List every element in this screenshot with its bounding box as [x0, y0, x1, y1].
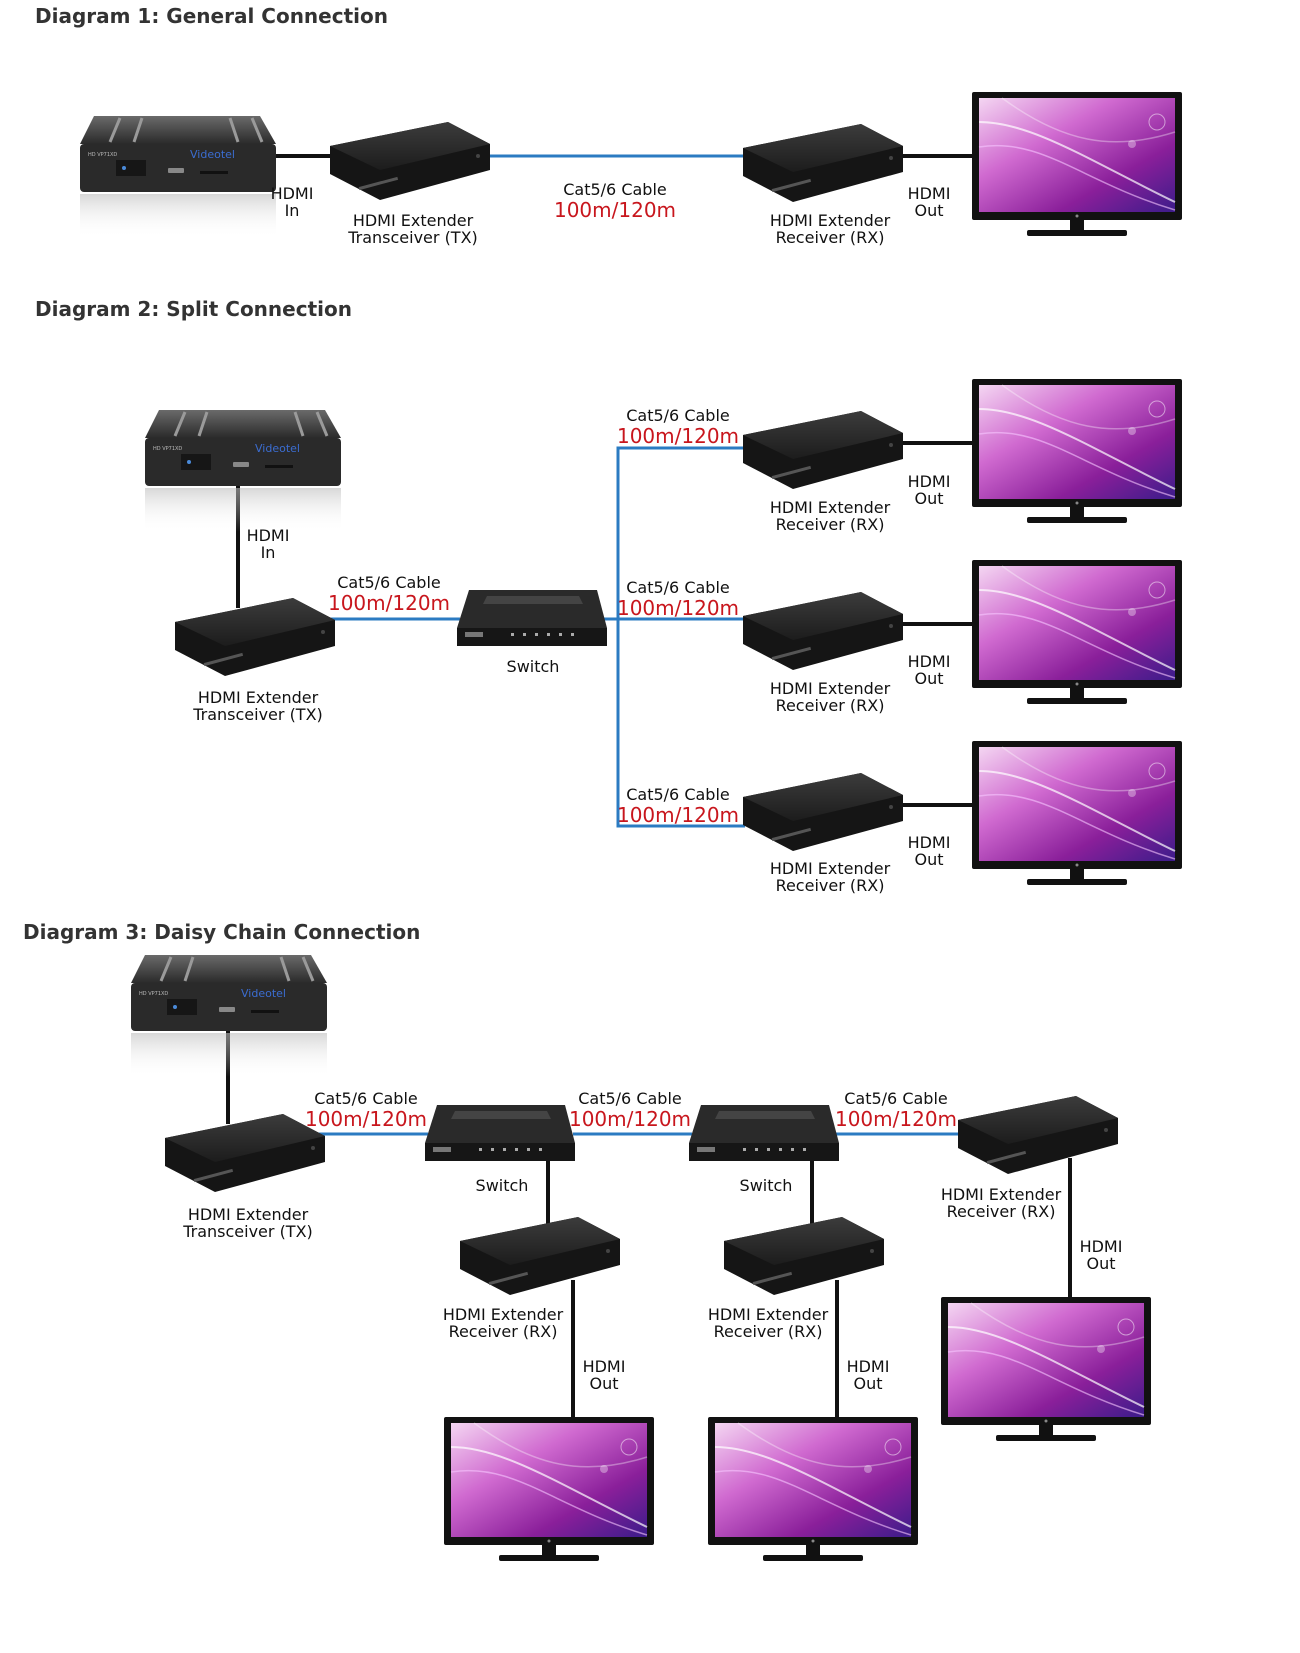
network-switch-icon: [425, 1105, 575, 1161]
cable-label: Cat5/6 Cable: [578, 1089, 682, 1108]
distance-label: 100m/120m: [617, 596, 739, 620]
switch-label: Switch: [476, 1176, 529, 1195]
cable-label: Cat5/6 Cable: [626, 578, 730, 597]
hdmi-extender-icon: [175, 598, 335, 676]
hdmi-extender-icon: [460, 1217, 620, 1295]
cable-label: Cat5/6 Cable: [314, 1089, 418, 1108]
extender-label: HDMI Extender: [770, 859, 891, 878]
out-label: Out: [914, 489, 943, 508]
switch-label: Switch: [740, 1176, 793, 1195]
television-icon: [971, 559, 1183, 705]
hdmi-label: HDMI: [847, 1357, 890, 1376]
tx-label: Transceiver (TX): [182, 1222, 313, 1241]
cable-label: Cat5/6 Cable: [626, 785, 730, 804]
hdmi-label: HDMI: [247, 526, 290, 545]
extender-label: HDMI Extender: [770, 211, 891, 230]
television-icon: [707, 1416, 919, 1562]
tx-label: Transceiver (TX): [347, 228, 478, 247]
distance-label: 100m/120m: [617, 803, 739, 827]
media-player-icon: [143, 408, 343, 534]
out-label: Out: [914, 669, 943, 688]
diagram-2-title: Diagram 2: Split Connection: [35, 297, 352, 321]
cable-label: Cat5/6 Cable: [844, 1089, 948, 1108]
diagram-3-title: Diagram 3: Daisy Chain Connection: [23, 920, 420, 944]
hdmi-extender-icon: [330, 122, 490, 200]
cable-label: Cat5/6 Cable: [337, 573, 441, 592]
hdmi-extender-icon: [165, 1114, 325, 1192]
distance-label: 100m/120m: [305, 1107, 427, 1131]
hdmi-label: HDMI: [271, 184, 314, 203]
out-label: Out: [914, 201, 943, 220]
extender-label: HDMI Extender: [353, 211, 474, 230]
hdmi-label: HDMI: [908, 184, 951, 203]
switch-label: Switch: [507, 657, 560, 676]
network-switch-icon: [457, 590, 607, 646]
distance-label: 100m/120m: [554, 198, 676, 222]
rx-label: Receiver (RX): [776, 696, 885, 715]
distance-label: 100m/120m: [835, 1107, 957, 1131]
hdmi-label: HDMI: [908, 472, 951, 491]
hdmi-extender-icon: [743, 773, 903, 851]
hdmi-extender-icon: [743, 411, 903, 489]
out-label: Out: [853, 1374, 882, 1393]
extender-label: HDMI Extender: [770, 679, 891, 698]
rx-label: Receiver (RX): [714, 1322, 823, 1341]
hdmi-label: HDMI: [1080, 1237, 1123, 1256]
out-label: Out: [1086, 1254, 1115, 1273]
television-icon: [443, 1416, 655, 1562]
hdmi-extender-icon: [958, 1096, 1118, 1174]
in-label: In: [261, 543, 276, 562]
hdmi-extender-icon: [743, 124, 903, 202]
cat-cable: [616, 446, 745, 828]
extender-label: HDMI Extender: [941, 1185, 1062, 1204]
rx-label: Receiver (RX): [776, 876, 885, 895]
media-player-icon: [129, 953, 329, 1079]
in-label: In: [285, 201, 300, 220]
rx-label: Receiver (RX): [947, 1202, 1056, 1221]
hdmi-extender-icon: [743, 592, 903, 670]
television-icon: [971, 740, 1183, 886]
rx-label: Receiver (RX): [776, 228, 885, 247]
television-icon: [971, 378, 1183, 524]
cable-label: Cat5/6 Cable: [563, 180, 667, 199]
distance-label: 100m/120m: [569, 1107, 691, 1131]
tx-label: Transceiver (TX): [192, 705, 323, 724]
extender-label: HDMI Extender: [198, 688, 319, 707]
extender-label: HDMI Extender: [188, 1205, 309, 1224]
out-label: Out: [914, 850, 943, 869]
distance-label: 100m/120m: [617, 424, 739, 448]
hdmi-extender-icon: [724, 1217, 884, 1295]
media-player-icon: [78, 114, 278, 240]
extender-label: HDMI Extender: [443, 1305, 564, 1324]
hdmi-label: HDMI: [583, 1357, 626, 1376]
rx-label: Receiver (RX): [449, 1322, 558, 1341]
television-icon: [940, 1296, 1152, 1442]
extender-label: HDMI Extender: [708, 1305, 829, 1324]
cable-label: Cat5/6 Cable: [626, 406, 730, 425]
out-label: Out: [589, 1374, 618, 1393]
network-switch-icon: [689, 1105, 839, 1161]
rx-label: Receiver (RX): [776, 515, 885, 534]
hdmi-label: HDMI: [908, 833, 951, 852]
hdmi-label: HDMI: [908, 652, 951, 671]
distance-label: 100m/120m: [328, 591, 450, 615]
television-icon: [971, 91, 1183, 237]
extender-label: HDMI Extender: [770, 498, 891, 517]
diagram-1-title: Diagram 1: General Connection: [35, 4, 388, 28]
